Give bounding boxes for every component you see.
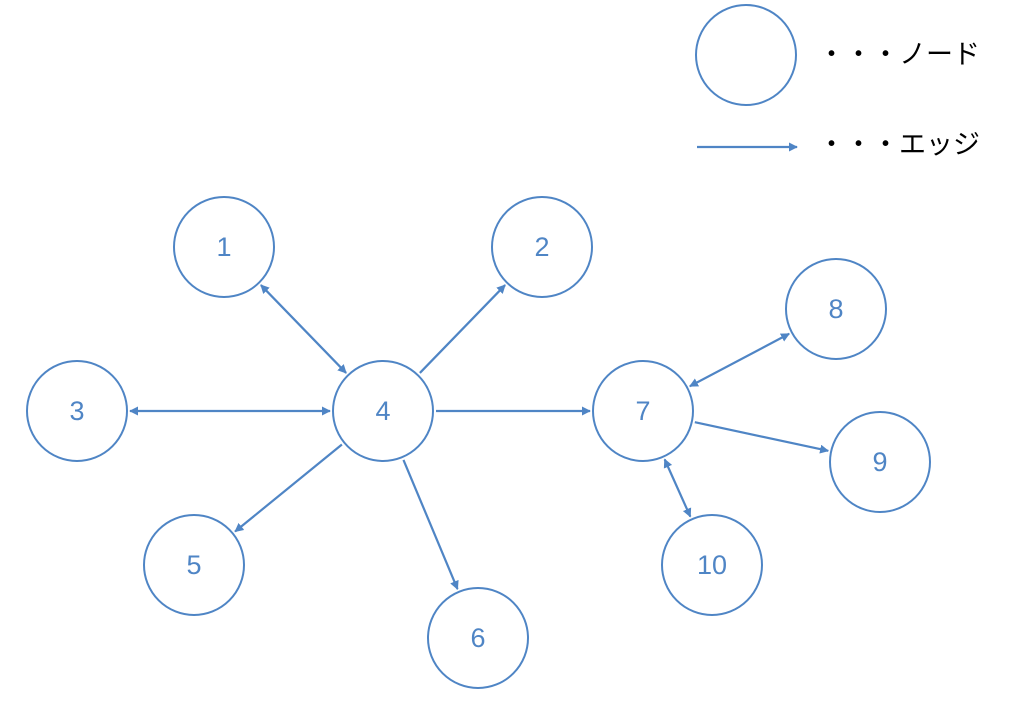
edge-4-2 [419, 284, 506, 374]
edge-7-9 [694, 421, 830, 454]
node-label: 7 [635, 396, 650, 426]
nodes: 1 2 3 4 5 6 7 8 9 10 [26, 196, 931, 689]
node-2: 2 [491, 196, 593, 298]
edge-7-8 [689, 332, 790, 388]
edge-4-5 [234, 443, 343, 533]
node-circle [491, 196, 593, 298]
edges [129, 284, 830, 590]
node-6: 6 [427, 587, 529, 689]
node-label: 1 [216, 232, 231, 262]
legend-node-symbol [695, 4, 797, 106]
node-circle [173, 196, 275, 298]
node-5: 5 [143, 514, 245, 616]
node-circle [427, 587, 529, 689]
node-9: 9 [829, 411, 931, 513]
node-label: 6 [470, 623, 485, 653]
node-1: 1 [173, 196, 275, 298]
node-circle [829, 411, 931, 513]
node-label: 5 [186, 550, 201, 580]
node-label: 4 [375, 396, 390, 426]
node-circle [592, 360, 694, 462]
node-3: 3 [26, 360, 128, 462]
node-circle [26, 360, 128, 462]
node-8: 8 [785, 258, 887, 360]
edge-4-6 [402, 459, 459, 590]
node-label: 8 [828, 294, 843, 324]
node-label: 3 [69, 396, 84, 426]
legend: ・・・ノード ・・・エッジ [695, 4, 980, 161]
node-4: 4 [332, 360, 434, 462]
node-circle [785, 258, 887, 360]
node-10: 10 [661, 514, 763, 616]
node-label: 2 [534, 232, 549, 262]
edge-1-4 [260, 284, 347, 374]
node-circle [332, 360, 434, 462]
node-circle [143, 514, 245, 616]
legend-node-label: ・・・ノード [818, 40, 980, 71]
node-7: 7 [592, 360, 694, 462]
node-label: 10 [697, 550, 727, 580]
node-label: 9 [872, 447, 887, 477]
legend-edge-label: ・・・エッジ [818, 130, 980, 161]
edge-7-10 [663, 458, 692, 518]
node-circle [661, 514, 763, 616]
